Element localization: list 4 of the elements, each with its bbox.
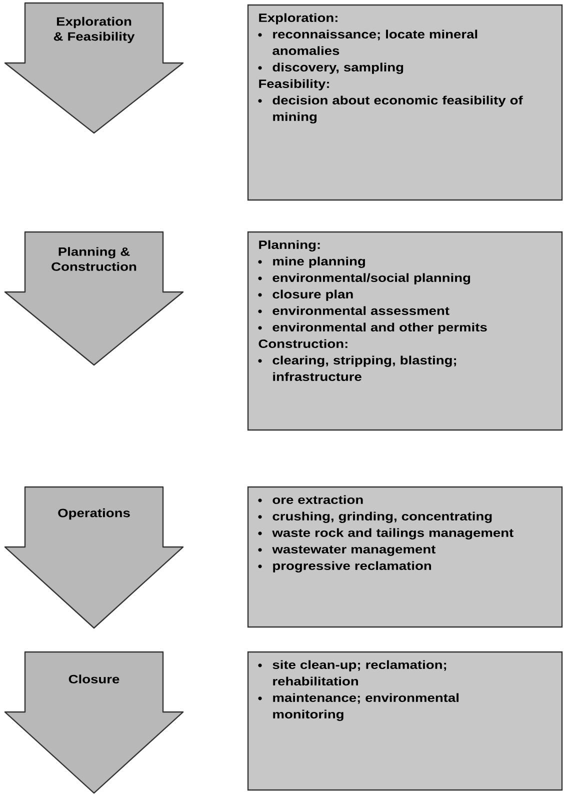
text-box: ore extraction crushing, grinding, concentrating waste rock and tailings management wastewater management progressive reclamation [247,486,563,628]
text-box: site clean-up; reclamation; rehabilitation maintenance; environmental monitoring [247,651,563,791]
text-box: Planning: mine planning environmental/social planning closure plan environmental assessment environmental and other permits Construction: clearing, stripping, blasting; infrastructure [247,231,563,431]
text-box: Exploration: reconnaissance; locate mineral anomalies discovery, sampling Feasibility: decision about economic feasibility of mining [247,4,563,201]
